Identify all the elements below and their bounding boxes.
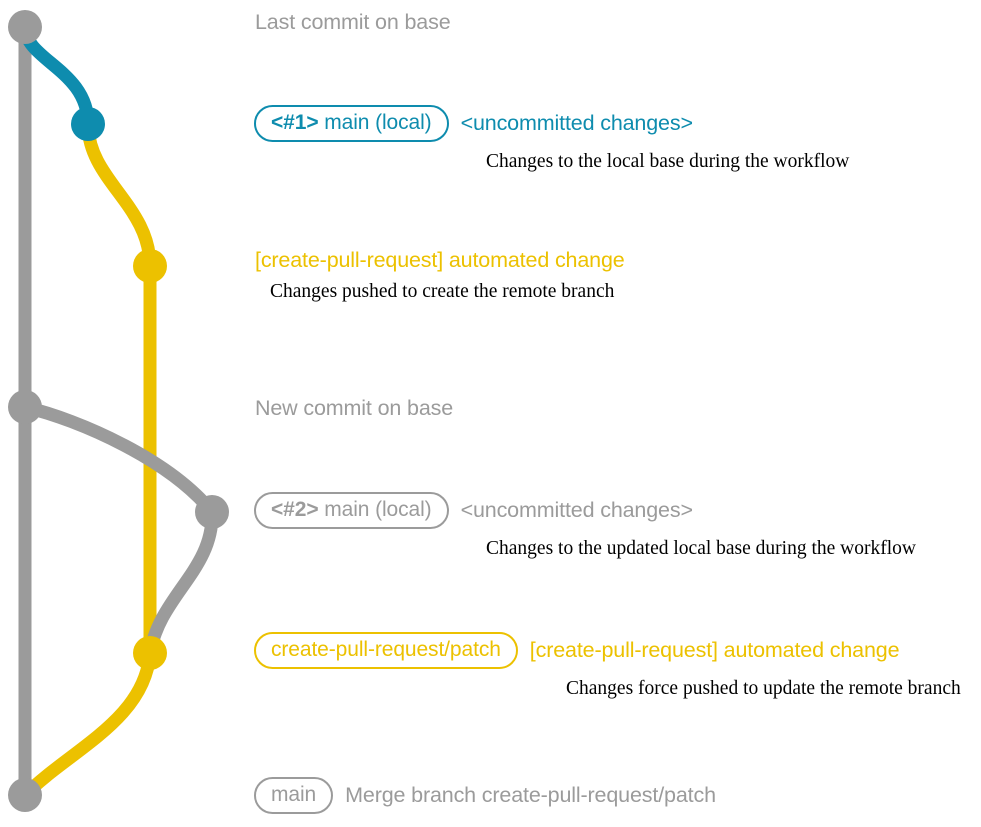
commit-4-headline: [create-pull-request] automated change bbox=[529, 638, 900, 663]
row-commit-1-local: <#1> main (local) <uncommitted changes> … bbox=[254, 105, 981, 172]
edge-local1-to-patch1 bbox=[81, 117, 157, 273]
commit-5-headline: Merge branch create-pull-request/patch bbox=[345, 783, 716, 808]
edge-base-to-local1 bbox=[18, 20, 95, 131]
node-patch-1 bbox=[133, 249, 167, 283]
node-local-2 bbox=[195, 495, 229, 529]
node-base-merge bbox=[8, 778, 42, 812]
edge-patch2-to-merge bbox=[18, 646, 157, 802]
commit-2-headline: [create-pull-request] automated change bbox=[255, 248, 625, 272]
graph-nodes bbox=[8, 10, 229, 812]
row-new-commit-on-base: New commit on base bbox=[255, 396, 981, 421]
edge-local2-to-patch2 bbox=[143, 505, 219, 660]
row-commit-3-local-updated: <#2> main (local) <uncommitted changes> … bbox=[254, 492, 981, 559]
branch-pill-create-pull-request-patch[interactable]: create-pull-request/patch bbox=[254, 632, 518, 670]
row-commit-5-head: main Merge branch create-pull-request/pa… bbox=[254, 777, 981, 815]
branch-pill-label-2: main (local) bbox=[318, 498, 432, 521]
branch-pill-hash-1: <#1> bbox=[271, 111, 319, 134]
commit-4-subtext: Changes force pushed to update the remot… bbox=[566, 678, 961, 700]
row-commit-4-force-push: create-pull-request/patch [create-pull-r… bbox=[254, 632, 981, 699]
node-base-top bbox=[8, 10, 42, 44]
commit-3-headline: <uncommitted changes> bbox=[460, 498, 693, 523]
node-local-1 bbox=[71, 107, 105, 141]
row-commit-1-head: <#1> main (local) <uncommitted changes> bbox=[254, 105, 981, 143]
new-commit-on-base-note: New commit on base bbox=[255, 396, 454, 420]
commit-graph-canvas bbox=[8, 10, 229, 812]
node-patch-2 bbox=[133, 636, 167, 670]
commit-1-headline: <uncommitted changes> bbox=[460, 111, 693, 136]
branch-pill-main[interactable]: main bbox=[254, 777, 334, 815]
last-commit-on-base-note: Last commit on base bbox=[255, 10, 451, 34]
row-commit-2-automated: [create-pull-request] automated change C… bbox=[255, 249, 981, 302]
graph-edges bbox=[18, 20, 219, 802]
row-commit-5-merge: main Merge branch create-pull-request/pa… bbox=[254, 777, 981, 815]
branch-pill-label-1: main (local) bbox=[318, 111, 432, 134]
row-commit-2-head: [create-pull-request] automated change bbox=[255, 249, 981, 272]
commit-2-subtext: Changes pushed to create the remote bran… bbox=[270, 280, 615, 302]
node-base-new bbox=[8, 390, 42, 424]
branch-pill-hash-2: <#2> bbox=[271, 498, 319, 521]
branch-pill-main-local-2[interactable]: <#2> main (local) bbox=[254, 492, 449, 530]
row-commit-3-head: <#2> main (local) <uncommitted changes> bbox=[254, 492, 981, 530]
row-last-commit-on-base: Last commit on base bbox=[255, 10, 981, 35]
edge-basenew-to-local2 bbox=[18, 400, 219, 519]
commit-1-subtext: Changes to the local base during the wor… bbox=[486, 151, 850, 173]
commit-3-subtext: Changes to the updated local base during… bbox=[486, 538, 916, 560]
row-commit-4-head: create-pull-request/patch [create-pull-r… bbox=[254, 632, 981, 670]
branch-pill-main-local-1[interactable]: <#1> main (local) bbox=[254, 105, 449, 143]
